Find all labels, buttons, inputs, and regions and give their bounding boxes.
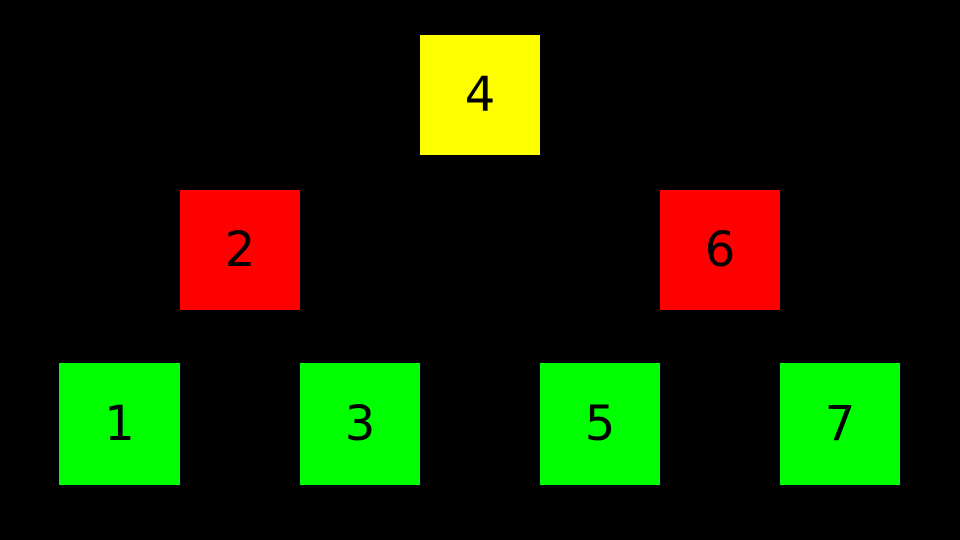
tree-node-label: 7 xyxy=(824,396,856,452)
tree-node-label: 1 xyxy=(104,396,135,452)
tree-node-label: 5 xyxy=(584,396,616,452)
tree-node-2[interactable]: 2 xyxy=(180,190,300,310)
tree-node-label: 2 xyxy=(224,222,256,278)
tree-node-label: 6 xyxy=(704,222,736,278)
tree-node-4[interactable]: 4 xyxy=(420,35,540,155)
tree-node-1[interactable]: 1 xyxy=(59,363,180,485)
tree-node-label: 3 xyxy=(344,396,376,452)
tree-node-5[interactable]: 5 xyxy=(540,363,660,485)
tree-node-6[interactable]: 6 xyxy=(660,190,780,310)
tree-node-3[interactable]: 3 xyxy=(300,363,420,485)
tree-node-7[interactable]: 7 xyxy=(780,363,900,485)
tree-node-label: 4 xyxy=(464,67,496,123)
